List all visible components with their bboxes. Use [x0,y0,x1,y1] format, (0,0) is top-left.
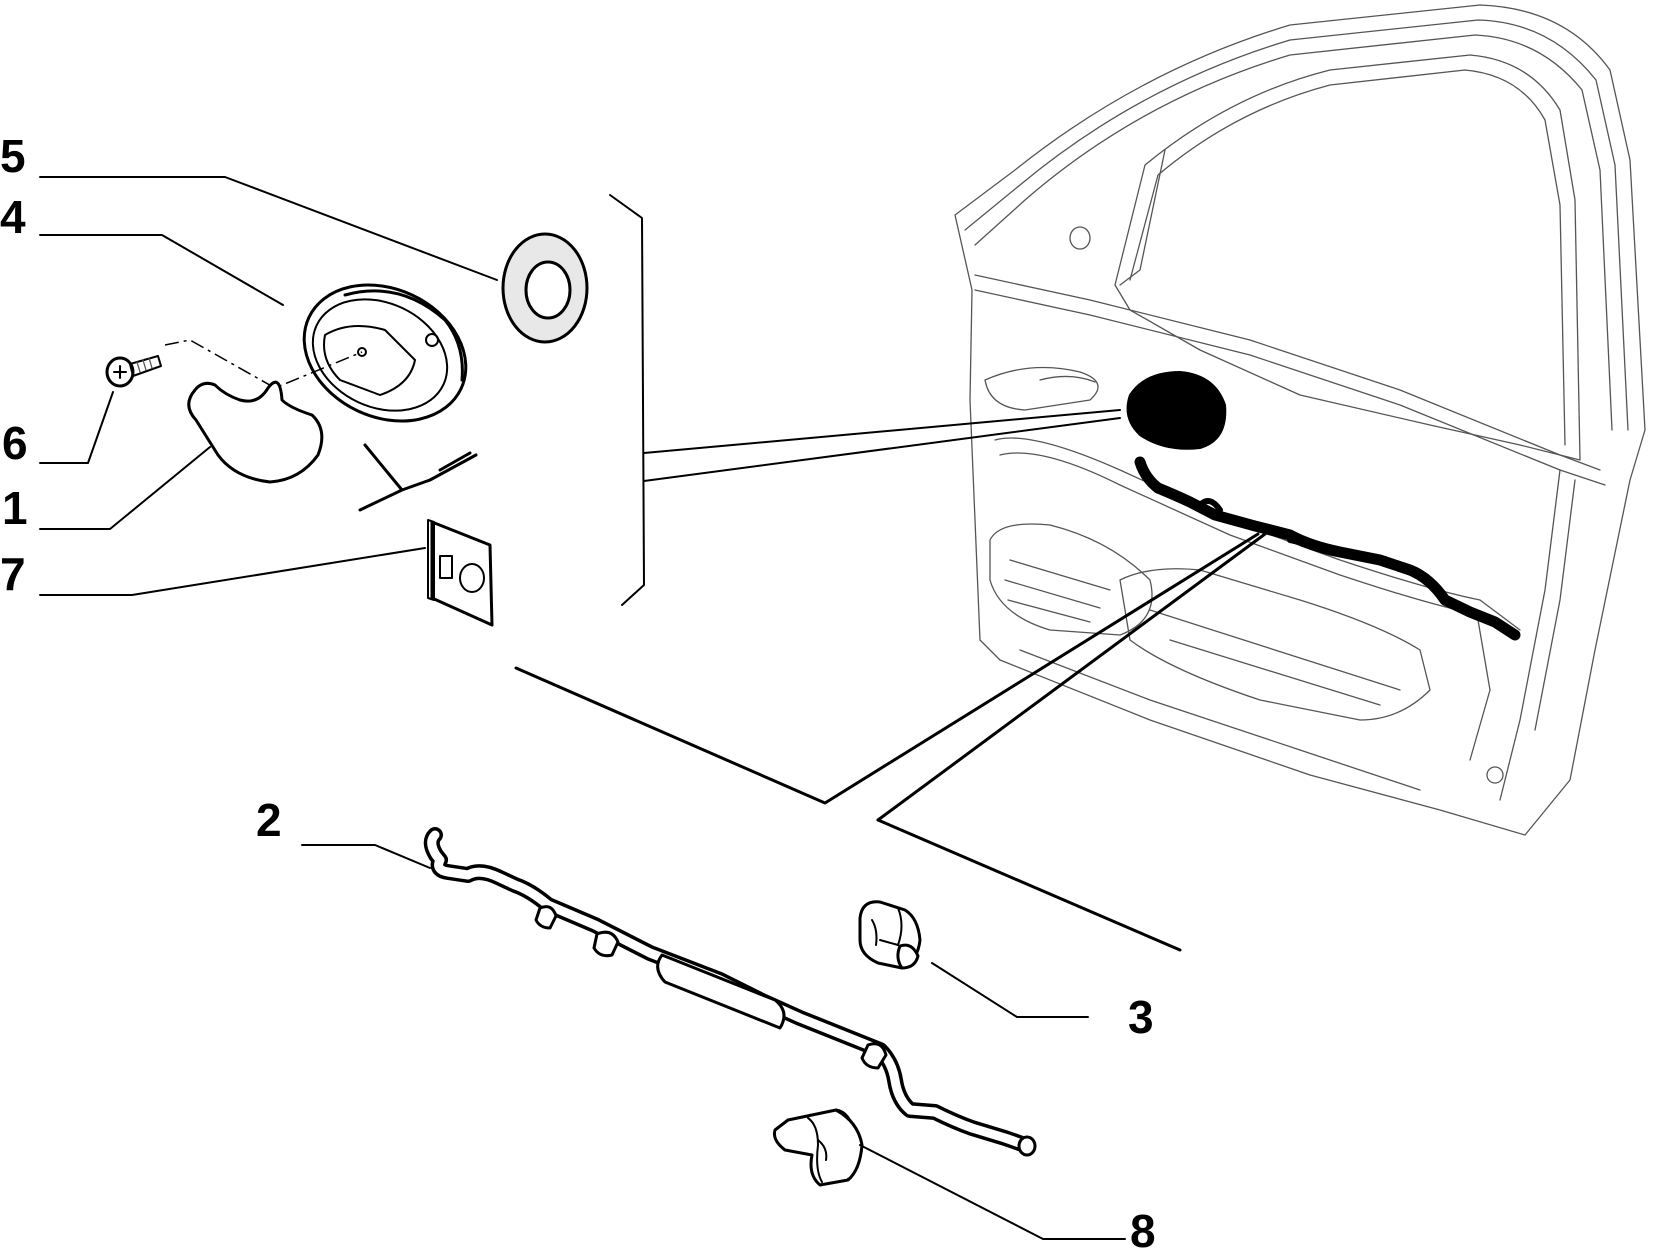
callout-6: 6 [2,417,28,469]
callout-1: 1 [2,482,28,534]
part-5-gasket [501,232,589,344]
part-1-foam-pad [187,380,324,484]
speaker-location-mark [1126,370,1227,450]
door-illustration [954,4,1646,836]
callout-3: 3 [1128,991,1154,1043]
part-8-clip [773,1108,864,1187]
clip-mark [358,443,478,512]
callout-labels: 5 4 6 1 7 2 3 8 [0,130,1156,1249]
part-6-screw [105,339,363,389]
harness-location-mark [1134,456,1521,641]
harness-leader-lines [514,532,1267,952]
callout-4: 4 [0,191,26,243]
group-bracket [609,194,1121,606]
part-2-harness [423,827,1037,1157]
callout-5: 5 [0,130,26,182]
part-3-grommet [858,900,922,970]
callout-7: 7 [0,548,26,600]
part-4-speaker [302,283,468,423]
callout-2: 2 [256,794,282,846]
callout-8: 8 [1130,1205,1156,1249]
part-7-plate [427,519,494,627]
callout-leaders [39,176,1126,1240]
